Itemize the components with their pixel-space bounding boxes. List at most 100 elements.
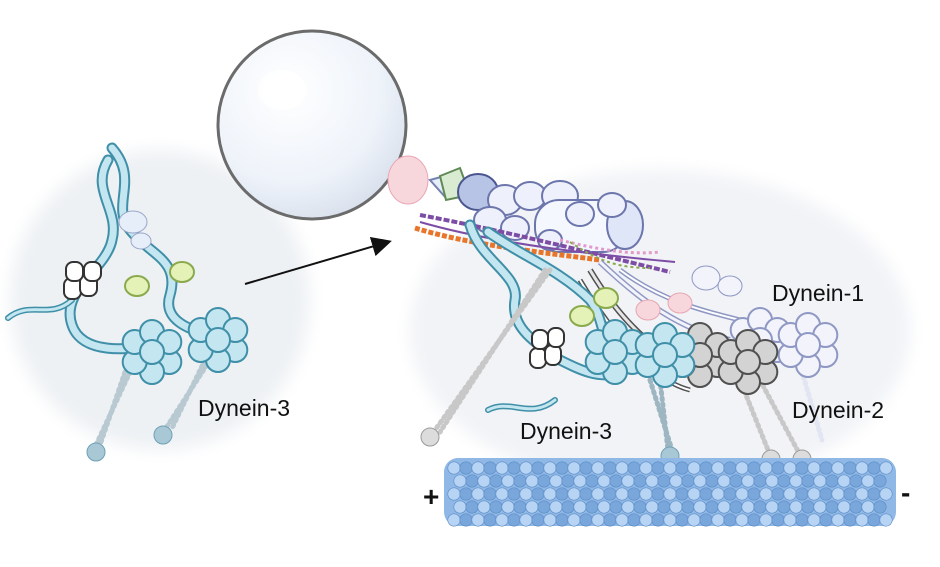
tubulin-subunit: [795, 461, 809, 475]
light-chain-tctex: [593, 287, 619, 309]
tubulin-subunit: [621, 500, 635, 514]
tubulin-subunit: [717, 474, 731, 488]
tubulin-subunit: [849, 474, 863, 488]
tubulin-subunit: [873, 474, 887, 488]
tubulin-subunit: [603, 487, 617, 501]
tubulin-subunit: [447, 513, 461, 527]
tubulin-subunit: [447, 461, 461, 475]
tubulin-subunit: [663, 461, 677, 475]
tubulin-subunit: [867, 461, 881, 475]
tubulin-subunit: [585, 474, 599, 488]
aaa-domain: [139, 339, 165, 365]
tubulin-subunit: [627, 461, 641, 475]
tubulin-subunit: [825, 500, 839, 514]
tubulin-subunit: [477, 474, 491, 488]
tubulin-subunit: [609, 474, 623, 488]
tubulin-subunit: [561, 500, 575, 514]
tubulin-subunit: [477, 500, 491, 514]
tubulin-subunit: [555, 461, 569, 475]
dynein-2-motor-ring: [717, 329, 779, 395]
tubulin-subunit: [765, 500, 779, 514]
tubulin-subunit: [699, 461, 713, 475]
tubulin-subunit: [513, 500, 527, 514]
tubulin-subunit: [567, 461, 581, 475]
tubulin-subunit: [669, 474, 683, 488]
tubulin-subunit: [651, 461, 665, 475]
tubulin-subunit: [471, 487, 485, 501]
tubulin-subunit: [543, 461, 557, 475]
tubulin-subunit: [579, 487, 593, 501]
tubulin-subunit: [621, 474, 635, 488]
tubulin-subunit: [603, 513, 617, 527]
tubulin-subunit: [771, 513, 785, 527]
light-chain-tctex: [124, 275, 150, 297]
tubulin-subunit: [789, 500, 803, 514]
tubulin-subunit: [495, 487, 509, 501]
aaa-domain: [795, 332, 821, 358]
tubulin-subunit: [867, 513, 881, 527]
tubulin-subunit: [879, 461, 893, 475]
tubulin-subunit: [453, 474, 467, 488]
tubulin-subunit: [447, 487, 461, 501]
tubulin-subunit: [465, 500, 479, 514]
tubulin-subunit: [453, 500, 467, 514]
dynactin-complex: [428, 166, 644, 253]
tubulin-subunit: [867, 487, 881, 501]
tubulin-subunit: [705, 500, 719, 514]
tubulin-subunit: [735, 487, 749, 501]
stalk: [93, 369, 133, 448]
tubulin-subunit: [657, 474, 671, 488]
tubulin-subunit: [837, 474, 851, 488]
tubulin-subunit: [801, 500, 815, 514]
tubulin-subunit: [693, 474, 707, 488]
tubulin-subunit: [531, 513, 545, 527]
tubulin-subunit: [483, 487, 497, 501]
tubulin-subunit: [639, 487, 653, 501]
tubulin-subunit: [519, 461, 533, 475]
motor-domain-ring: [187, 307, 249, 373]
tubulin-subunit: [687, 487, 701, 501]
tubulin-subunit: [567, 487, 581, 501]
tubulin-subunit: [705, 474, 719, 488]
tubulin-subunit: [795, 513, 809, 527]
adaptor-coiled-coil: [419, 221, 676, 263]
tubulin-subunit: [489, 474, 503, 488]
tubulin-subunit: [741, 474, 755, 488]
tubulin-subunit: [555, 487, 569, 501]
tubulin-subunit: [471, 513, 485, 527]
tubulin-subunit: [573, 500, 587, 514]
tubulin-subunit: [681, 474, 695, 488]
tubulin-lattice: [447, 461, 893, 527]
tubulin-subunit: [801, 474, 815, 488]
tubulin-subunit: [597, 474, 611, 488]
tubulin-subunit: [651, 513, 665, 527]
tubulin-subunit: [513, 474, 527, 488]
tubulin-subunit: [777, 474, 791, 488]
tubulin-subunit: [831, 487, 845, 501]
tubulin-subunit: [765, 474, 779, 488]
tubulin-subunit: [759, 487, 773, 501]
tubulin-subunit: [663, 487, 677, 501]
tubulin-subunit: [711, 487, 725, 501]
tubulin-subunit: [507, 513, 521, 527]
aaa-domain: [652, 342, 678, 368]
tubulin-subunit: [717, 500, 731, 514]
dynein-1-ic: [717, 275, 743, 297]
tubulin-subunit: [837, 500, 851, 514]
tubulin-subunit: [459, 461, 473, 475]
stalks: [93, 357, 213, 448]
tubulin-subunit: [465, 474, 479, 488]
tubulin-subunit: [675, 513, 689, 527]
tubulin-subunit: [795, 487, 809, 501]
minus-end-label: -: [901, 477, 910, 508]
tubulin-subunit: [855, 487, 869, 501]
tubulin-subunit: [729, 474, 743, 488]
tubulin-subunit: [645, 474, 659, 488]
tubulin-subunit: [651, 487, 665, 501]
tubulin-subunit: [549, 474, 563, 488]
tubulin-subunit: [681, 500, 695, 514]
tubulin-subunit: [747, 487, 761, 501]
mtbd-head: [153, 425, 173, 445]
tubulin-subunit: [861, 500, 875, 514]
tubulin-subunit: [657, 500, 671, 514]
